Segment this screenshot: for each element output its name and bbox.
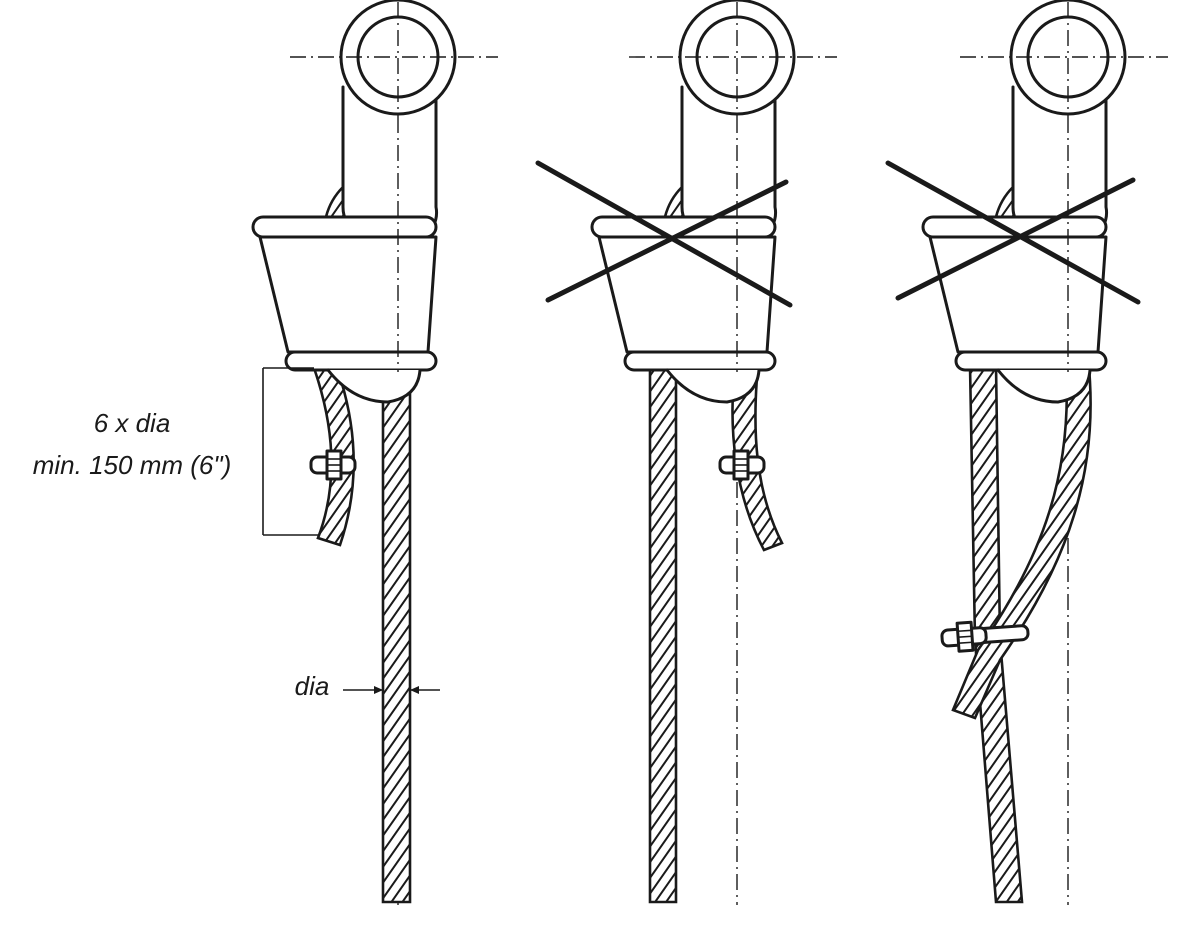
panel-incorrect-1 <box>535 0 839 905</box>
wedge-socket <box>590 0 839 404</box>
diameter-dimension <box>343 686 440 694</box>
panel-correct: 6 x dia min. 150 mm (6") dia <box>33 0 500 905</box>
cross-out-mark <box>535 160 793 308</box>
wedge-socket <box>251 0 500 404</box>
dead-end-tail <box>951 366 1092 720</box>
dia-label: dia <box>295 671 330 701</box>
cross-out-mark <box>885 160 1141 305</box>
panel-incorrect-2 <box>885 0 1170 905</box>
live-rope <box>648 363 678 904</box>
live-rope <box>381 363 412 904</box>
tail-rule-line1: 6 x dia <box>94 408 171 438</box>
tail-length-dimension <box>262 367 318 536</box>
tail-rule-line2: min. 150 mm (6") <box>33 450 232 480</box>
